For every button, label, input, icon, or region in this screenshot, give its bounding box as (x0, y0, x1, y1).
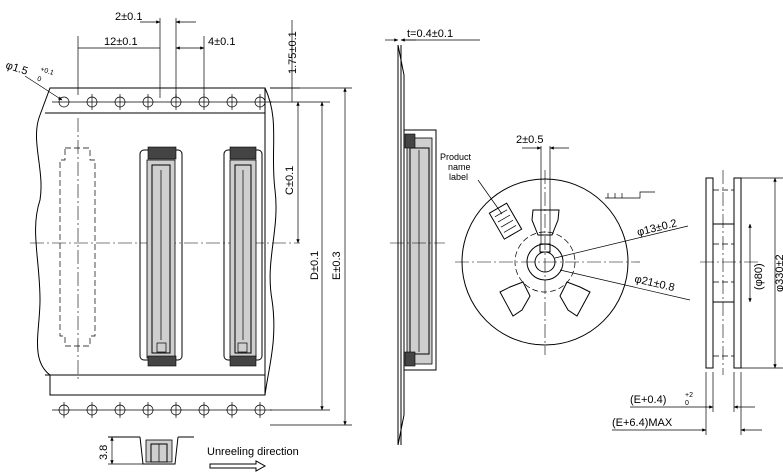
tape-outline (35, 87, 266, 396)
unreeling-arrow-icon (209, 460, 267, 472)
dim-reel-330: φ330±2 (774, 254, 783, 292)
dim-c: C±0.1 (284, 166, 296, 195)
dim-reel-21: φ21±0.8 (633, 273, 675, 294)
svg-text:+2: +2 (685, 392, 693, 399)
tape-top-view: 2±0.1 12±0.1 4±0.1 φ1.5 +0.1 0 1.75±0.1 … (4, 11, 352, 426)
dim-d: D±0.1 (309, 251, 321, 280)
unreeling-direction-label: Unreeling direction (207, 446, 299, 458)
reel-front-view: 2±0.5 φ13±0.2 φ21±0.8 Product name label (440, 134, 691, 355)
dim-edge-1-75: 1.75±0.1 (287, 31, 299, 74)
pocket-outline-left (59, 147, 96, 347)
dim-e: E±0.3 (331, 251, 343, 280)
dim-pitch-12: 12±0.1 (104, 36, 138, 48)
product-label-line3: label (449, 172, 468, 182)
tape-side-view: t=0.4±0.1 (385, 28, 480, 446)
svg-text:φ1.5: φ1.5 (4, 59, 29, 77)
dim-reel-80: (φ80) (753, 263, 765, 290)
svg-text:0: 0 (36, 76, 42, 84)
dim-pitch-2: 2±0.1 (115, 11, 142, 23)
pocket-section: 3.8 Unreeling direction (98, 436, 299, 472)
connector-1 (139, 146, 183, 367)
sprocket-holes-top (52, 94, 272, 110)
dim-reel-e04: (E+0.4) (630, 394, 666, 406)
dim-thickness: t=0.4±0.1 (407, 28, 453, 40)
dim-reel-13: φ13±0.2 (636, 217, 678, 238)
dim-pocket-height: 3.8 (98, 445, 110, 460)
connector-2 (223, 146, 263, 367)
svg-text:+0.1: +0.1 (39, 66, 54, 77)
dim-reel-e64: (E+6.4)MAX (612, 417, 673, 429)
dim-reel-slot: 2±0.5 (516, 134, 543, 146)
dim-pitch-4: 4±0.1 (208, 36, 235, 48)
product-label-line2: name (448, 162, 471, 172)
product-label-line1: Product (440, 152, 472, 162)
sprocket-holes-bottom (52, 402, 272, 418)
svg-text:0: 0 (685, 400, 689, 407)
dim-hole-dia: φ1.5 +0.1 0 (4, 59, 55, 84)
reel-side-view: (φ80) φ330±2 (E+0.4) +2 0 (E+6.4)MAX (612, 170, 783, 435)
